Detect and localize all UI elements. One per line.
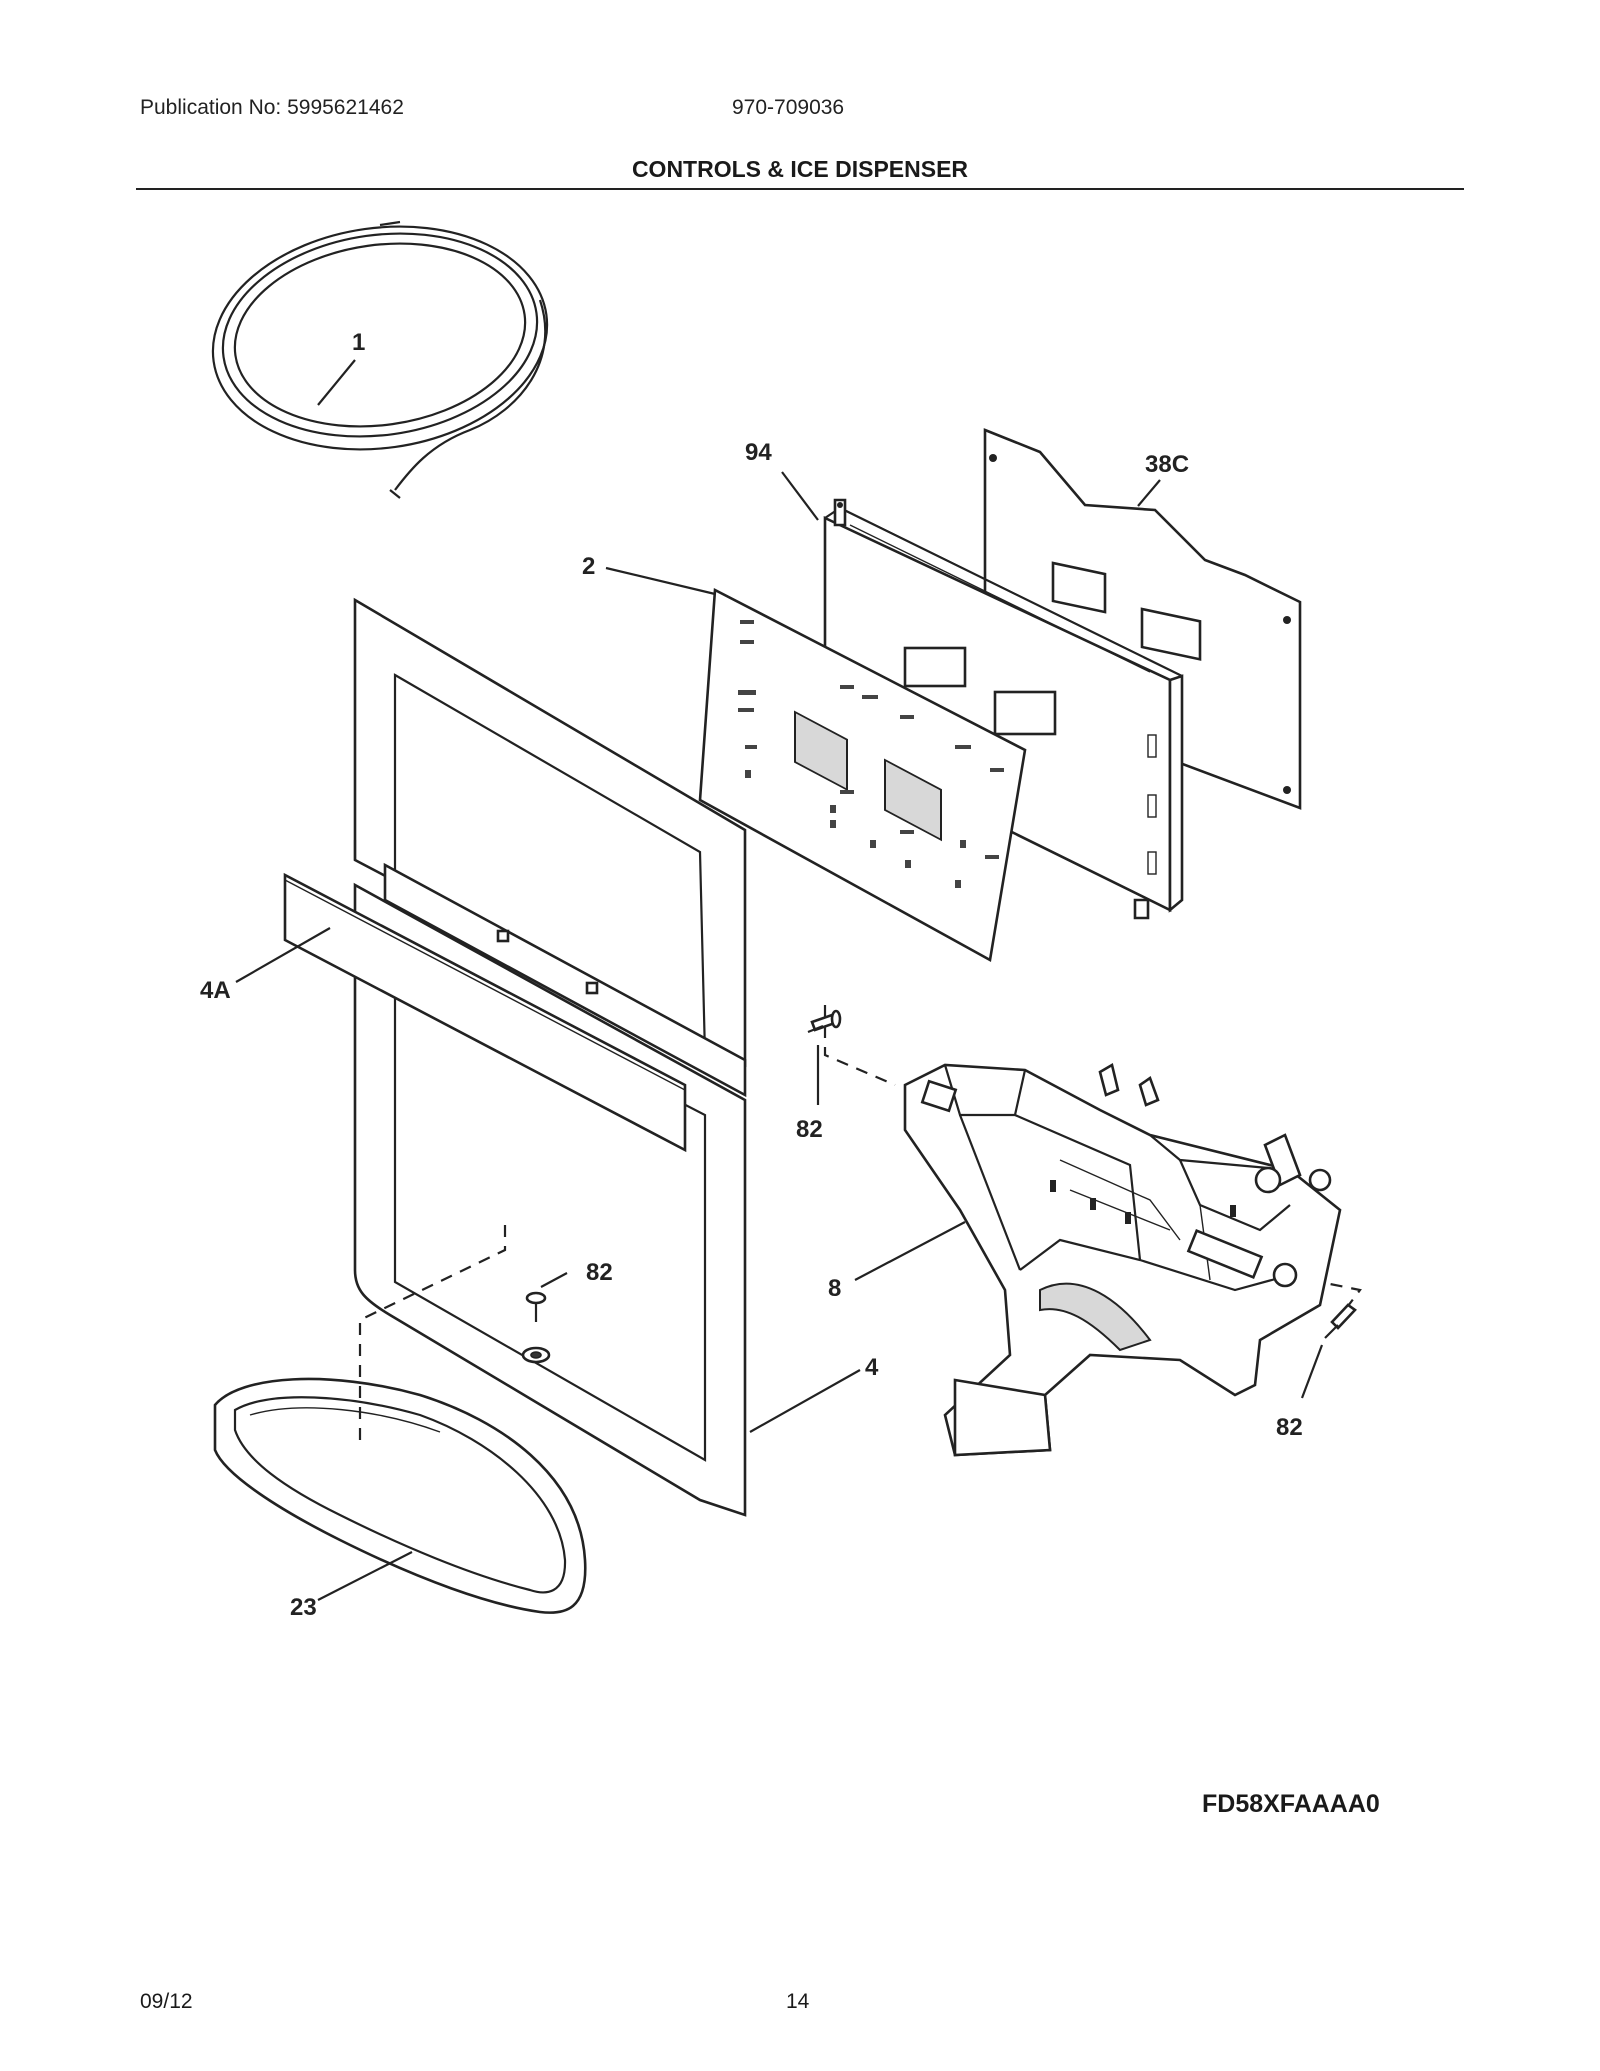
callout-4: 4 [865, 1354, 879, 1381]
callout-82-housing: 82 [586, 1259, 613, 1286]
page-number: 14 [786, 1990, 810, 2013]
part-trim-strip [283, 872, 687, 1153]
part-drip-tray [213, 1377, 587, 1614]
header-rule [136, 188, 1464, 190]
screw-housing [521, 1291, 551, 1364]
callout-82-top: 82 [796, 1116, 823, 1143]
part-tubing-coil [211, 220, 549, 499]
callout-38c: 38C [1145, 451, 1189, 478]
part-dispenser-housing [353, 597, 747, 1517]
part-ice-chute-assembly [903, 1062, 1342, 1457]
footer-date: 09/12 [140, 1990, 193, 2013]
guide-line-screw-top [823, 1005, 896, 1087]
screw-top [807, 1009, 842, 1034]
callout-1: 1 [352, 329, 365, 356]
part-control-board [823, 498, 1184, 920]
callout-2: 2 [582, 553, 595, 580]
publication-number: Publication No: 5995621462 [140, 96, 404, 119]
page-title: CONTROLS & ICE DISPENSER [631, 156, 969, 182]
callout-8: 8 [828, 1275, 841, 1302]
callout-82-right: 82 [1276, 1414, 1303, 1441]
guide-line-tray [358, 1225, 507, 1440]
document-number: 970-709036 [732, 96, 845, 119]
leader-lines [235, 359, 1324, 1601]
guide-line-screw-right [1309, 1278, 1362, 1311]
callout-23: 23 [290, 1594, 317, 1621]
callout-94: 94 [745, 439, 772, 466]
part-control-overlay [698, 587, 1027, 963]
screw-right [1324, 1303, 1357, 1339]
model-number: FD58XFAAAA0 [1202, 1790, 1380, 1818]
callout-4a: 4A [200, 977, 231, 1004]
